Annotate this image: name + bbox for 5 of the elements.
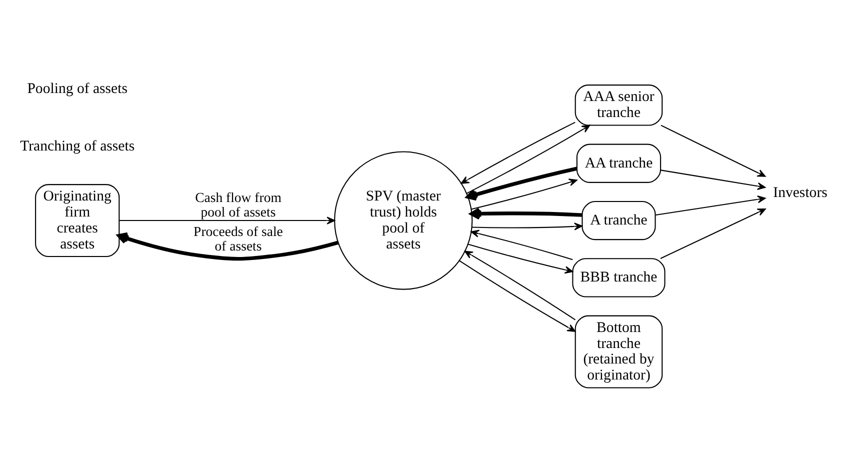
label: Pooling of assets <box>27 80 128 97</box>
node-text: Investors <box>773 184 828 200</box>
label: Tranching of assets <box>20 138 135 154</box>
edge-label: Proceeds of sale of assets <box>194 223 283 254</box>
edge-label: Cash flow from pool of assets <box>195 189 282 220</box>
